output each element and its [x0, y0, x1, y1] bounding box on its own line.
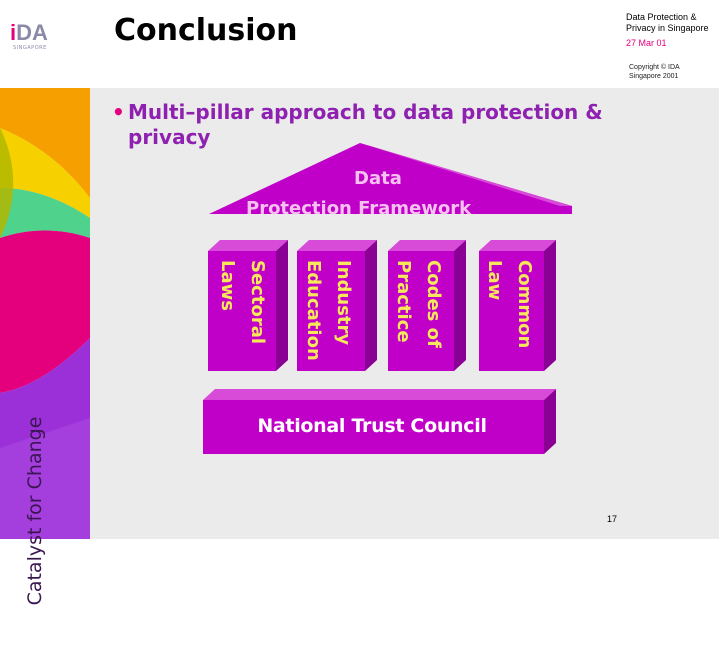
pillar-codes-of-practice — [388, 240, 466, 371]
header-date: 27 Mar 01 — [626, 38, 667, 48]
pillar-label-common-law: Common Law — [484, 260, 535, 349]
logo-subtext: SINGAPORE — [13, 45, 47, 51]
slide-header: iDA SINGAPORE Conclusion Data Protection… — [0, 0, 719, 88]
page-number: 17 — [607, 514, 618, 524]
roof-front — [209, 143, 572, 214]
pillar-label-codes-of-practice: Codes of Practice — [393, 260, 444, 348]
bullet-dot-icon: • — [112, 100, 125, 124]
copyright-line2: Singapore 2001 — [629, 73, 679, 80]
header-topic-line1: Data Protection & — [626, 12, 697, 22]
decorative-side-band: Catalyst for Change — [0, 88, 90, 605]
slide-title: Conclusion — [114, 13, 298, 48]
roof-label-line2: Protection Framework — [246, 198, 472, 219]
pillar-industry-education — [297, 240, 377, 371]
bullet-text-line2: privacy — [128, 125, 211, 149]
pillar-label-sectoral-laws: Sectoral Laws — [217, 260, 268, 345]
base-block — [203, 389, 556, 454]
header-topic-line2: Privacy in Singapore — [626, 23, 709, 33]
pillars-diagram — [203, 143, 572, 454]
roof-label-line1: Data — [354, 168, 402, 189]
base-label-national-trust-council: National Trust Council — [257, 415, 487, 437]
ida-logo: iDA SINGAPORE — [10, 20, 58, 54]
pillar-common-law — [479, 240, 556, 371]
roof-highlight — [360, 143, 572, 206]
side-band-graphic — [0, 88, 90, 539]
logo-wordmark: iDA — [10, 20, 48, 45]
copyright-line1: Copyright © IDA — [629, 64, 680, 71]
pillar-sectoral-laws — [208, 240, 288, 371]
bullet-text-line1: Multi–pillar approach to data protection… — [128, 100, 603, 124]
pillar-label-industry-education: Industry Education — [303, 260, 354, 361]
